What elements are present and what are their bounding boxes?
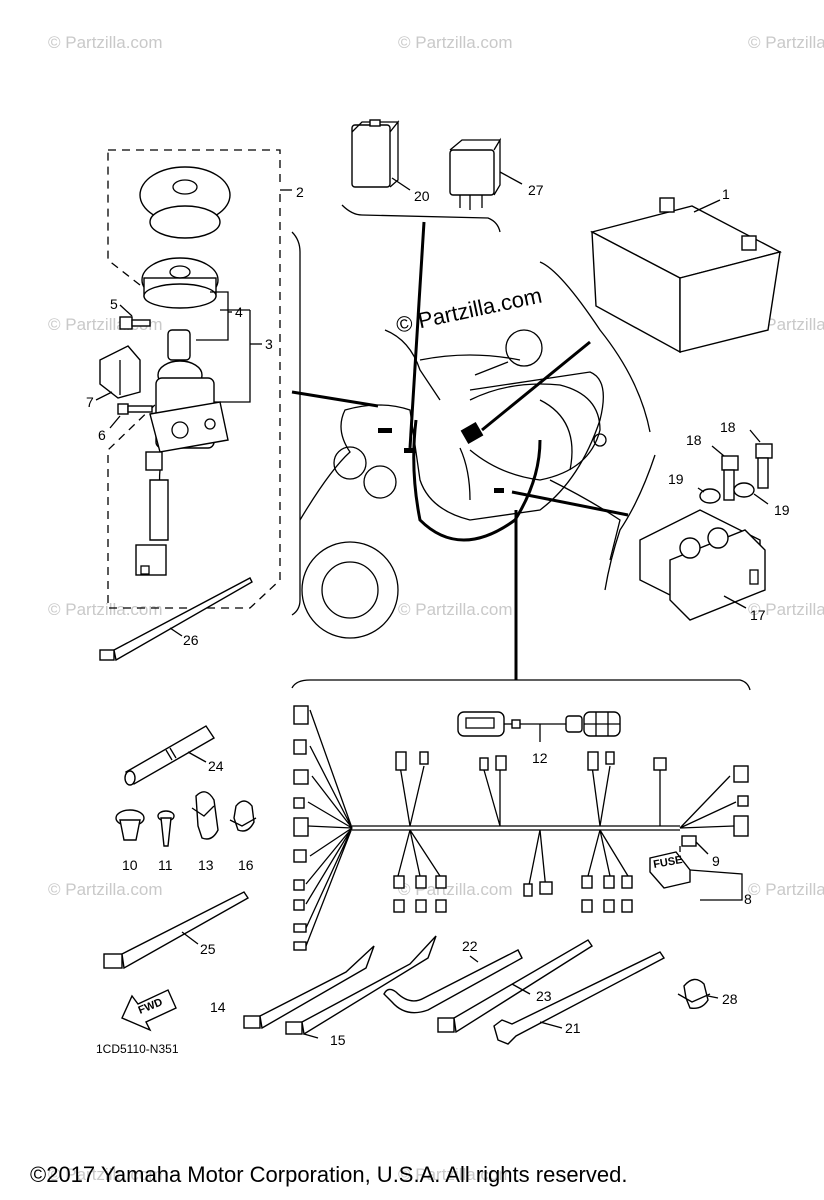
washer-19-b[interactable] [733,482,755,498]
part-number-19a: 19 [668,471,684,487]
part-number-24: 24 [208,758,224,774]
relay-20[interactable] [351,119,411,191]
part-number-25: 25 [200,941,216,957]
part-number-18b: 18 [720,419,736,435]
part-number-8: 8 [744,891,752,907]
part-number-21: 21 [565,1020,581,1036]
clip-10[interactable] [115,809,145,841]
part-number-2: 2 [296,184,304,200]
scooter-illustration [291,221,656,680]
watermark: © Partzilla.com [398,880,513,899]
watermark: © Partzilla.com [48,1165,163,1184]
cable-tie-22[interactable] [383,949,523,1014]
part-number-12: 12 [532,750,548,766]
clamp-16[interactable] [229,800,257,832]
cable-tie-15[interactable] [285,935,437,1036]
part-number-11: 11 [158,857,173,873]
bolt-18-b[interactable] [755,443,773,489]
part-number-14: 14 [210,999,226,1015]
part-number-9: 9 [712,853,720,869]
watermark: © Partzilla.com [48,600,163,619]
watermark: © Partzilla.com [398,33,513,52]
part-number-22: 22 [462,938,478,954]
part-number-15: 15 [330,1032,346,1048]
diagram-code: 1CD5110-N351 [96,1042,179,1056]
part-number-27: 27 [528,182,544,198]
key-cover[interactable] [141,257,219,309]
leader-8 [689,869,743,901]
part-number-19b: 19 [774,502,790,518]
cable-tie-14[interactable] [243,945,375,1030]
relay-27[interactable] [449,137,523,210]
watermark: © Partzilla.com [748,33,824,52]
part-number-10: 10 [122,857,138,873]
part-number-5: 5 [110,296,118,312]
leader-4 [196,291,229,341]
cable-tie-21[interactable] [493,951,666,1045]
watermark: © Partzilla.com [48,33,163,52]
part-number-20: 20 [414,188,430,204]
bracket-17[interactable] [639,509,766,621]
fuse-label: FUSE [652,854,683,871]
copyright-footer: ©2017 Yamaha Motor Corporation, U.S.A. A… [30,1162,628,1187]
bolt-6[interactable] [117,403,153,415]
part-number-7: 7 [86,394,94,410]
bolt-18-a[interactable] [721,455,739,501]
clamp-28[interactable] [677,978,711,1010]
watermark: © Partzilla.com [48,880,163,899]
cap-lid[interactable] [139,166,231,239]
part-number-16: 16 [238,857,254,873]
part-labels: 1 2 3 4 5 6 7 8 9 10 11 12 13 14 15 16 1… [86,182,790,1048]
watermark: © Partzilla.com [398,600,513,619]
washer-19-a[interactable] [699,488,721,504]
bolt-5[interactable] [119,316,151,330]
clamp-13[interactable] [191,791,219,840]
part-number-23: 23 [536,988,552,1004]
part-number-28: 28 [722,991,738,1007]
coupler-12[interactable] [457,711,621,742]
cable-tie-23[interactable] [437,939,593,1034]
watermark: © Partzilla.com [398,1165,513,1184]
fwd-arrow-icon: FWD [121,989,177,1032]
part-number-18a: 18 [686,432,702,448]
main-switch-body[interactable] [135,329,229,576]
fuse-9[interactable] [681,835,709,855]
harness-callout [408,221,426,449]
part-number-6: 6 [98,427,106,443]
wire-harness-8[interactable]: FUSE [291,679,751,951]
watermark: © Partzilla.com [748,880,824,899]
watermark: © Partzilla.com [748,600,824,619]
part-number-1: 1 [722,186,730,202]
relay-bracket-line [341,204,501,233]
bracket-7[interactable] [99,345,141,399]
part-number-13: 13 [198,857,214,873]
part-number-4: 4 [235,304,243,320]
part-number-17: 17 [750,607,766,623]
cable-tie-26[interactable] [99,577,253,662]
part-number-3: 3 [265,336,273,352]
leader-3 [210,309,251,403]
screw-11[interactable] [157,810,175,847]
battery[interactable] [590,197,782,354]
main-switch-assembly [95,149,292,609]
tube-24[interactable] [124,725,215,786]
cable-tie-25[interactable] [103,891,250,970]
part-number-26: 26 [183,632,199,648]
